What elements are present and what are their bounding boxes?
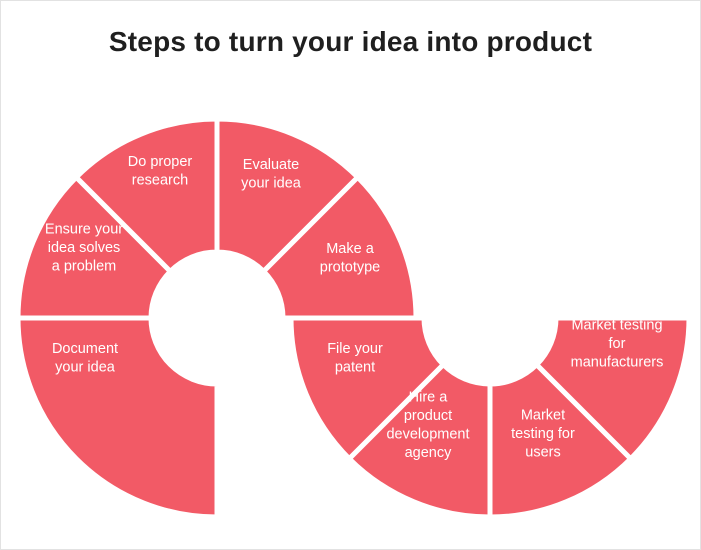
step-label-3: Do proper research — [128, 154, 193, 189]
segments-group — [15, 116, 692, 520]
step-label-9: Market testing for manufacturers — [571, 318, 664, 371]
step-label-line: your idea — [241, 175, 302, 191]
step-label-line: prototype — [320, 259, 380, 275]
step-segment-7 — [345, 361, 493, 520]
step-label-line: research — [132, 172, 188, 188]
step-segment-1 — [15, 315, 220, 520]
step-label-6: File your patent — [327, 341, 383, 376]
step-label-line: users — [525, 445, 560, 461]
step-label-line: product — [404, 408, 452, 424]
step-label-8: Market testing for users — [511, 408, 575, 461]
step-segment-4 — [214, 116, 362, 275]
step-label-line: Hire a — [409, 389, 449, 405]
step-segment-8 — [487, 361, 635, 520]
step-label-4: Evaluate your idea — [241, 157, 302, 192]
step-segment-2 — [15, 173, 174, 321]
step-label-line: manufacturers — [571, 355, 664, 371]
step-label-line: for — [609, 336, 626, 352]
step-label-5: Make a prototype — [320, 241, 380, 276]
step-label-line: Evaluate — [243, 157, 299, 173]
diagram-title: Steps to turn your idea into product — [108, 26, 593, 57]
step-label-line: Market testing — [571, 318, 662, 334]
step-label-line: Do proper — [128, 154, 193, 170]
step-label-1: Document your idea — [52, 341, 118, 376]
step-label-line: agency — [405, 445, 453, 461]
step-label-line: File your — [327, 341, 383, 357]
step-label-line: testing for — [511, 426, 575, 442]
step-label-line: Make a — [326, 241, 374, 257]
step-segment-6 — [288, 315, 447, 463]
step-label-line: development — [386, 426, 469, 442]
step-segment-3 — [72, 116, 220, 275]
step-segment-9 — [533, 315, 692, 463]
step-label-line: Ensure your — [45, 222, 123, 238]
step-label-line: idea solves — [48, 240, 121, 256]
step-label-line: Market — [521, 408, 565, 424]
step-label-line: a problem — [52, 259, 116, 275]
step-label-line: patent — [335, 359, 375, 375]
step-label-2: Ensure your idea solves a problem — [45, 222, 123, 275]
step-label-7: Hire a product development agency — [386, 389, 469, 461]
step-segment-5 — [260, 173, 419, 321]
step-label-line: Document — [52, 341, 118, 357]
step-label-line: your idea — [55, 359, 116, 375]
